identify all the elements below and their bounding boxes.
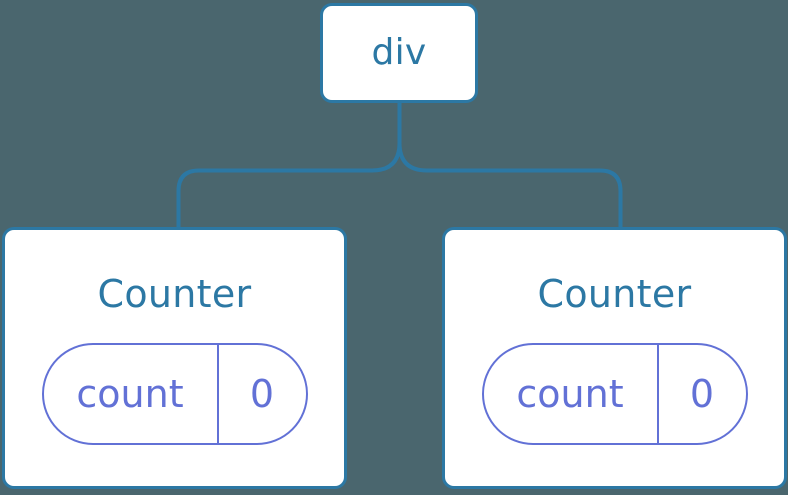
state-pill-counter-1[interactable]: count 0 bbox=[41, 343, 308, 445]
connector-left-branch bbox=[176, 103, 402, 228]
connector-right-branch bbox=[397, 103, 623, 228]
component-label-counter-1: Counter bbox=[97, 272, 252, 316]
component-label-counter-2: Counter bbox=[537, 272, 692, 316]
state-key-count-2: count bbox=[484, 345, 659, 443]
state-value-count-1: 0 bbox=[249, 372, 275, 416]
component-label-div: div bbox=[371, 32, 427, 73]
state-pill-counter-2[interactable]: count 0 bbox=[481, 343, 748, 445]
state-value-count-2: 0 bbox=[689, 372, 715, 416]
component-node-counter-1[interactable]: Counter count 0 bbox=[2, 227, 347, 489]
component-node-counter-2[interactable]: Counter count 0 bbox=[442, 227, 787, 489]
state-key-count-1: count bbox=[44, 345, 219, 443]
component-node-div[interactable]: div bbox=[320, 3, 478, 103]
